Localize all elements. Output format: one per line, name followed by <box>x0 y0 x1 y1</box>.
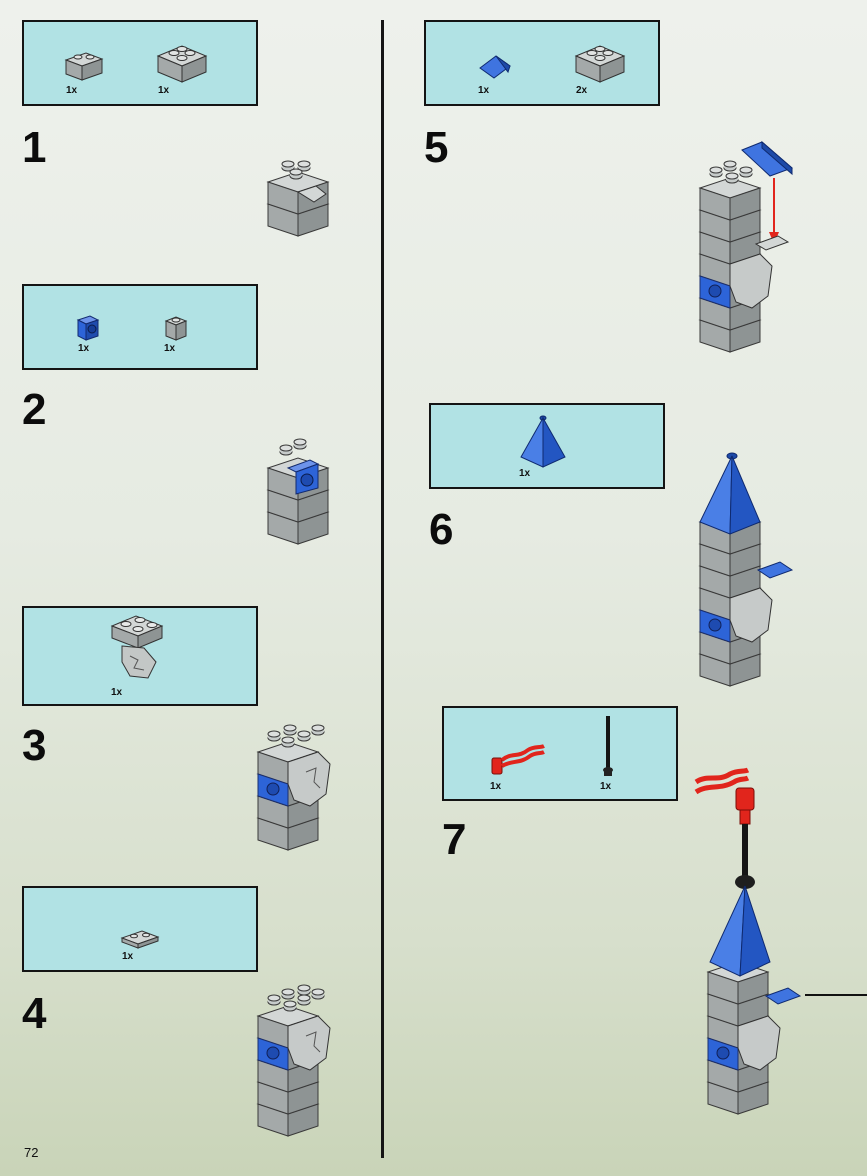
blue-cone-roof-icon <box>520 415 566 468</box>
gray-brick-2x2-icon <box>574 45 626 83</box>
blue-side-stud-brick-icon <box>76 315 100 341</box>
gray-rock-assembly-icon <box>110 615 164 679</box>
gray-brick-2x2-icon <box>156 45 208 83</box>
qty-label: 1x <box>122 951 134 962</box>
parts-panel-step-2: 1x 1x <box>22 284 258 370</box>
step-5-model <box>699 140 793 353</box>
qty-label: 1x <box>490 781 502 792</box>
qty-label: 1x <box>66 85 78 96</box>
parts-panel-step-6: 1x <box>429 403 665 489</box>
step-2-model <box>267 438 329 545</box>
blue-roof-tile-icon <box>479 55 511 79</box>
column-divider <box>381 20 384 1158</box>
parts-panel-step-1: 1x 1x <box>22 20 258 106</box>
qty-label: 1x <box>164 343 176 354</box>
step-number: 7 <box>442 815 467 864</box>
black-antenna-icon <box>603 716 613 776</box>
qty-label: 1x <box>600 781 612 792</box>
parts-panel-step-5: 1x 2x <box>424 20 660 106</box>
step-number: 4 <box>22 989 47 1038</box>
parts-panel-step-4: 1x <box>22 886 258 972</box>
qty-label: 2x <box>576 85 588 96</box>
parts-panel-step-3: 1x <box>22 606 258 706</box>
gray-plate-1x2-icon <box>120 930 160 949</box>
parts-panel-step-7: 1x 1x <box>442 706 678 801</box>
gray-brick-1x2-icon <box>64 52 104 81</box>
step-1-model <box>267 160 329 237</box>
step-3-model <box>257 724 331 851</box>
callout-line <box>805 994 867 996</box>
step-4-model <box>257 984 331 1137</box>
step-number: 2 <box>22 385 47 434</box>
qty-label: 1x <box>111 687 123 698</box>
step-number: 1 <box>22 123 47 172</box>
gray-brick-1x1-icon <box>164 316 188 341</box>
step-6-model <box>699 452 794 687</box>
red-flag-icon <box>491 744 545 775</box>
step-number: 6 <box>429 505 454 554</box>
qty-label: 1x <box>478 85 490 96</box>
step-number: 5 <box>424 123 449 172</box>
step-number: 3 <box>22 721 47 770</box>
qty-label: 1x <box>158 85 170 96</box>
page-number: 72 <box>24 1145 39 1160</box>
qty-label: 1x <box>519 468 531 479</box>
step-7-model <box>694 767 802 1115</box>
qty-label: 1x <box>78 343 90 354</box>
